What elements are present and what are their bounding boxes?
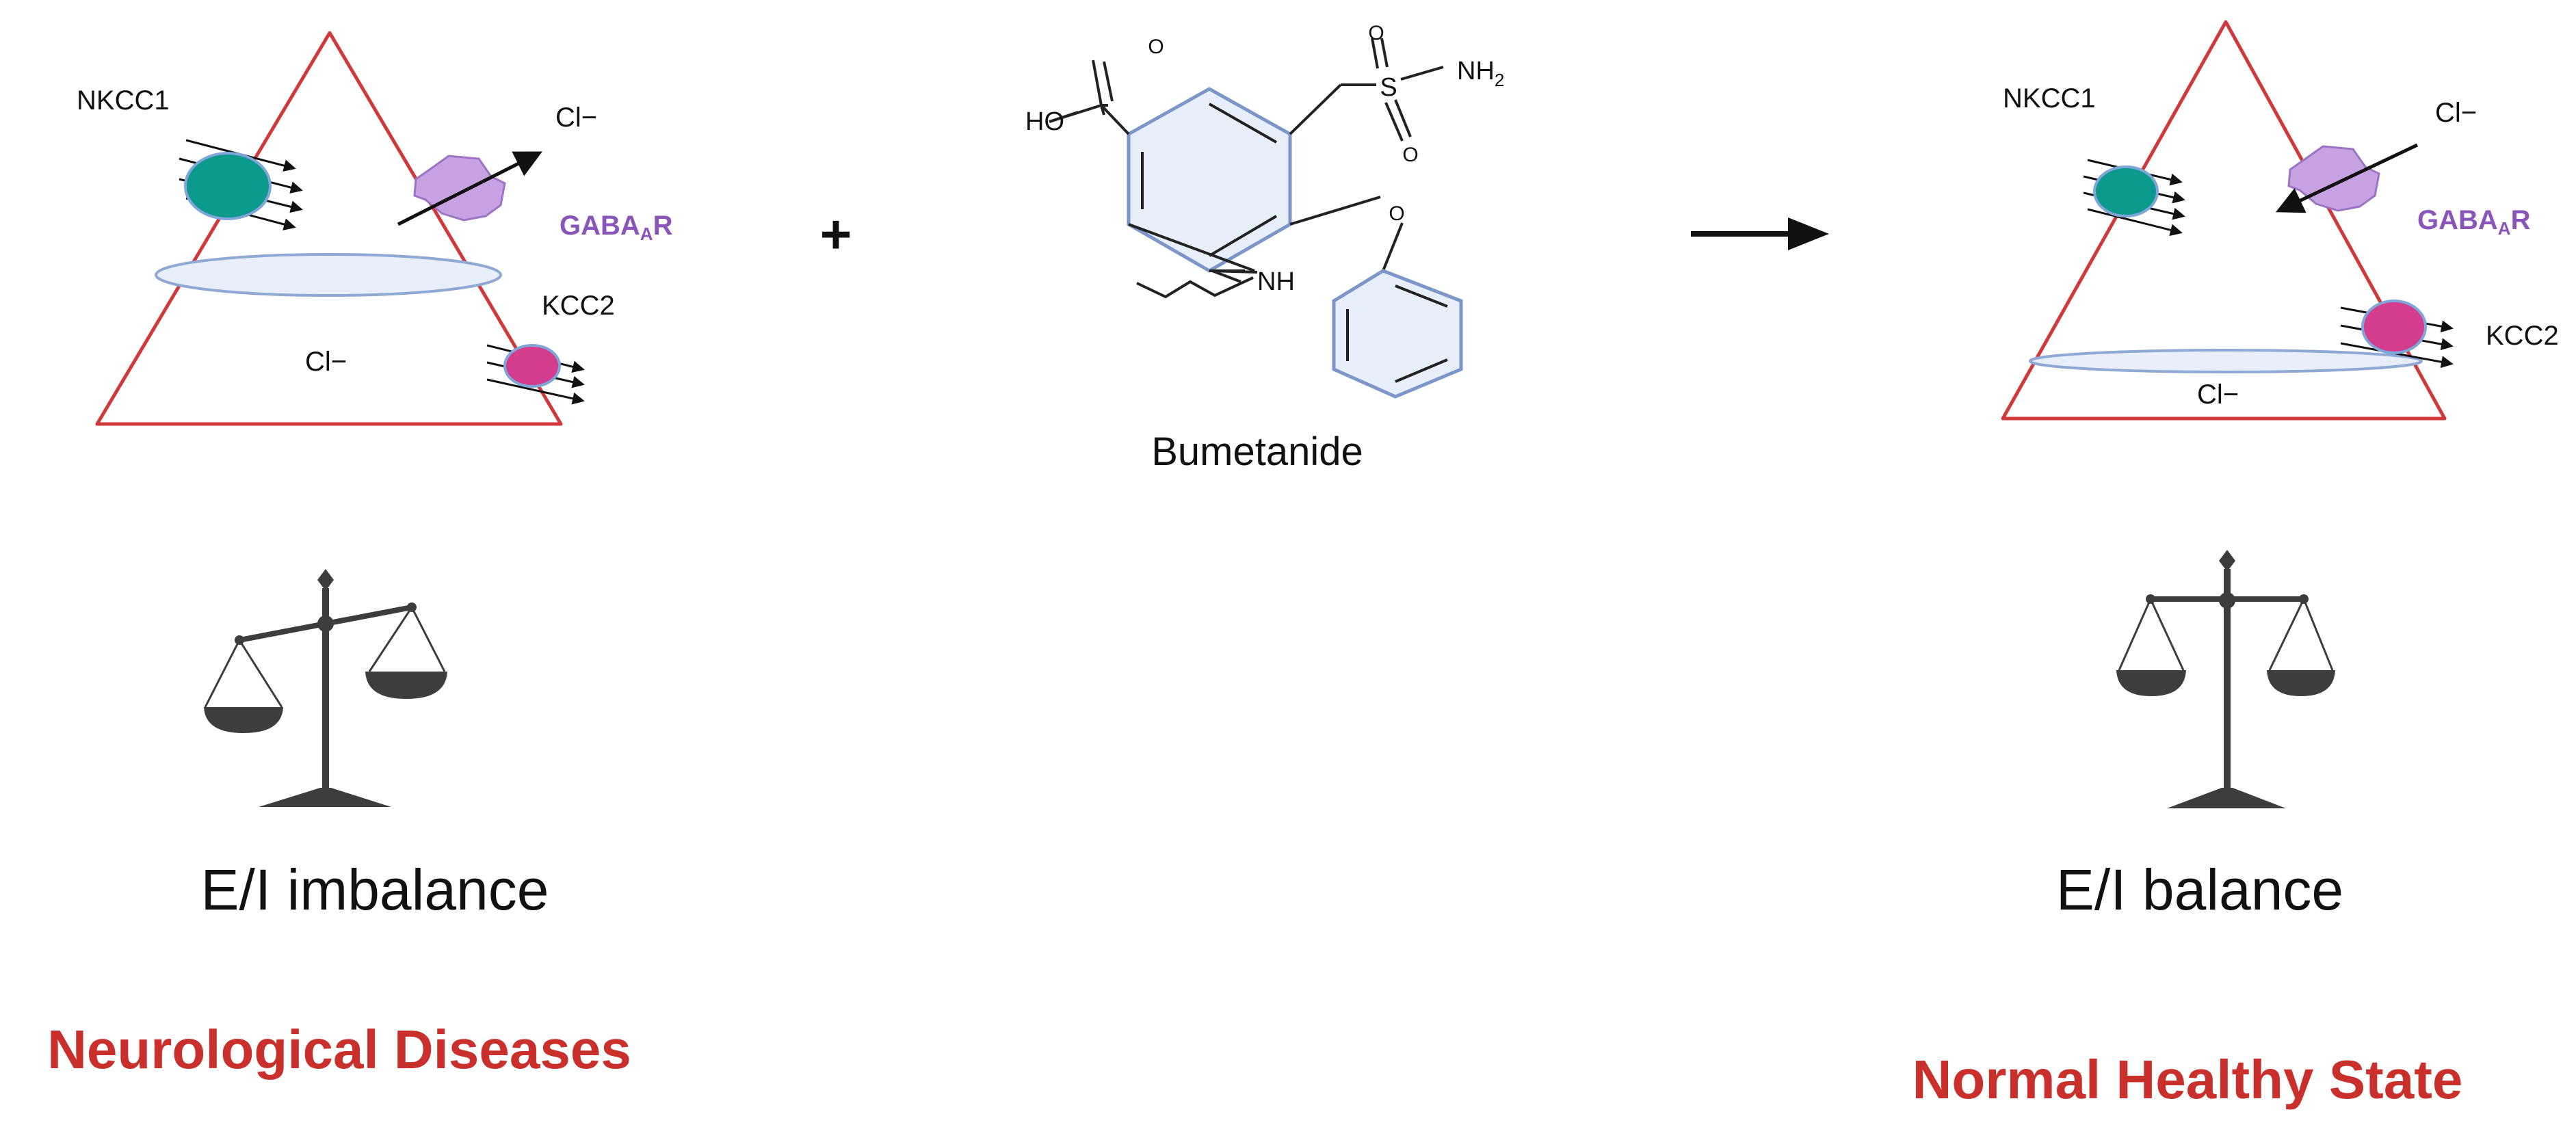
atom-o-top: O <box>1368 22 1384 44</box>
left-balance-caption: E/I imbalance <box>201 858 549 922</box>
atom-o-bottom: O <box>1402 144 1418 166</box>
left-intracellular-ring <box>155 253 502 297</box>
right-neuron-soma-outline <box>2001 20 2447 421</box>
atom-s: S <box>1380 73 1397 102</box>
left-neuron-soma-outline <box>95 31 563 426</box>
right-balance-caption: E/I balance <box>2056 858 2343 922</box>
right-cl-in-label: Cl− <box>2197 380 2239 410</box>
left-cl-out-label: Cl− <box>555 103 597 133</box>
reaction-arrow-icon <box>1691 217 1829 250</box>
bumetanide-label: Bumetanide <box>1151 429 1363 474</box>
left-kcc2-label: KCC2 <box>542 291 615 321</box>
atom-o-ether: O <box>1389 202 1404 225</box>
left-neuron-panel: NKCC1 Cl− GABAAR KCC2 Cl− <box>77 31 673 426</box>
right-gaba-a-receptor-icon <box>2275 143 2419 213</box>
left-nkcc1-transporter <box>179 139 303 230</box>
bumetanide-structure <box>1049 38 1463 399</box>
right-kcc2-label: KCC2 <box>2486 321 2559 351</box>
left-gaba-a-label: GABAAR <box>560 211 673 244</box>
left-nkcc1-label: NKCC1 <box>77 85 170 116</box>
right-nkcc1-label: NKCC1 <box>2003 83 2096 114</box>
right-state-title: Normal Healthy State <box>1913 1049 2463 1110</box>
right-gaba-a-label: GABAAR <box>2417 205 2531 239</box>
right-neuron-panel: NKCC1 Cl− GABAAR KCC2 Cl− <box>2001 20 2559 421</box>
right-cl-out-label: Cl− <box>2435 98 2477 128</box>
left-kcc2-transporter <box>486 344 585 405</box>
right-nkcc1-transporter <box>2083 159 2185 237</box>
plus-sign: + <box>820 204 852 265</box>
right-intracellular-ring <box>2029 349 2423 373</box>
scale-balance-icon <box>2116 550 2335 808</box>
left-cl-in-label: Cl− <box>305 347 347 377</box>
left-gaba-a-receptor-icon <box>397 151 542 226</box>
right-kcc2-transporter <box>2340 300 2454 369</box>
atom-o-carbonyl: O <box>1148 36 1164 58</box>
atom-nh: NH <box>1257 267 1295 296</box>
bumetanide-butyl-chain <box>1136 276 1254 299</box>
atom-nh2: NH2 <box>1457 57 1504 90</box>
atom-ho: HO <box>1025 107 1064 136</box>
scale-imbalance-icon <box>204 569 447 807</box>
left-state-title: Neurological Diseases <box>47 1019 631 1080</box>
